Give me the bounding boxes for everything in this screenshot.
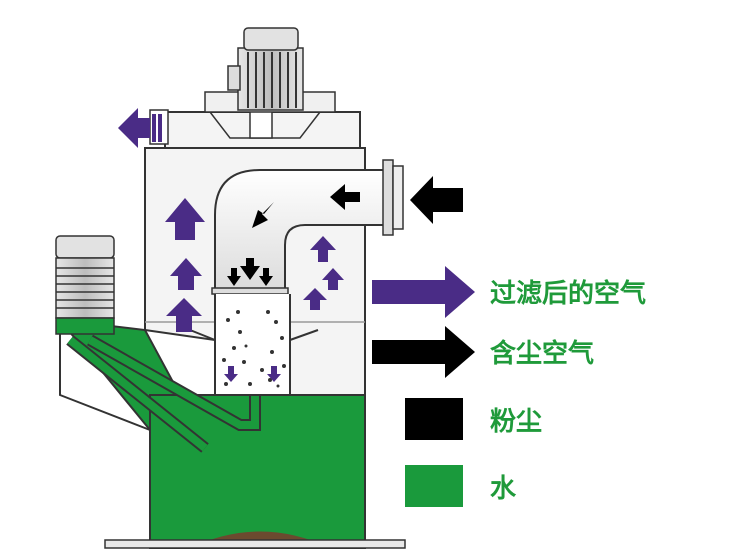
down-arrow-purple-right (267, 366, 281, 382)
legend: 过滤后的空气 含尘空气 粉尘 水 (372, 266, 646, 507)
hopper-edge-left (59, 330, 151, 431)
legend-dusty-air-arrow (372, 326, 475, 378)
top-motor (204, 27, 336, 113)
side-pump (55, 235, 115, 335)
base-plate (104, 539, 406, 549)
legend-dust-swatch (405, 398, 463, 440)
exhaust-arrow (118, 108, 150, 148)
down-arrow-left (227, 268, 241, 286)
legend-dust-label: 粉尘 (490, 407, 542, 437)
up-arrow-left-top (165, 198, 205, 240)
fan-shaft (249, 109, 273, 139)
up-arrow-right-mid (322, 268, 344, 290)
down-arrow-purple-left (224, 366, 238, 382)
up-arrow-left-low (166, 298, 202, 332)
exhaust-arrow-tail-1 (152, 114, 156, 142)
legend-filtered-air-arrow (372, 266, 475, 318)
up-arrow-right-low (303, 288, 327, 310)
legend-filtered-air-label: 过滤后的空气 (490, 278, 646, 309)
up-arrow-left-mid (170, 258, 202, 290)
legend-dusty-air-label: 含尘空气 (490, 338, 594, 369)
exhaust-arrow-tail-2 (158, 114, 162, 142)
legend-water-swatch (405, 465, 463, 507)
legend-water-label: 水 (490, 474, 517, 504)
dusty-air-arrows (227, 176, 463, 286)
filtered-air-arrows (118, 108, 344, 382)
inlet-arrow-duct (330, 184, 360, 210)
down-arrow-center (240, 258, 260, 280)
inlet-arrow-outside (410, 176, 463, 224)
duct-arrow-diagonal (252, 202, 274, 228)
up-arrow-right-top (310, 236, 336, 262)
down-arrow-right (259, 268, 273, 286)
